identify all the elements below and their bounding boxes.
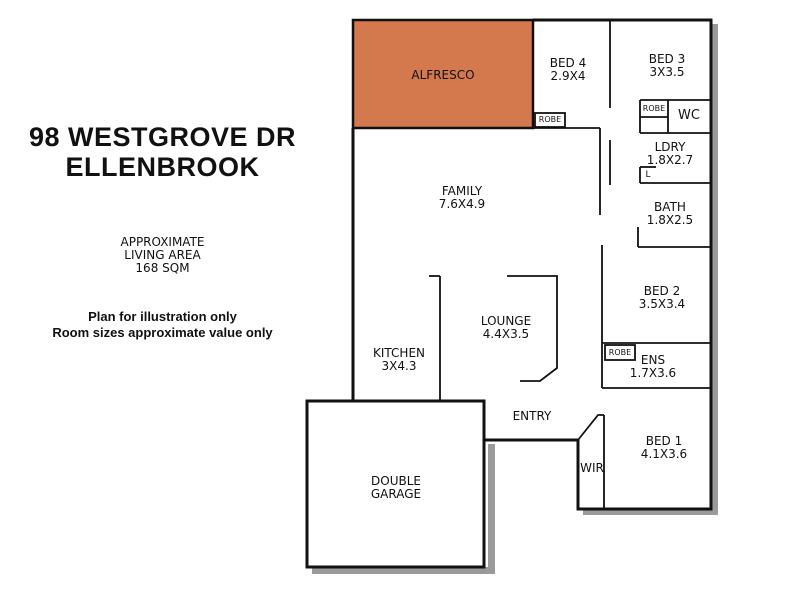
room-ldry: LDRY 1.8X2.7 <box>647 141 693 167</box>
room-garage-name-2: GARAGE <box>370 487 422 501</box>
room-entry-name: ENTRY <box>512 409 552 423</box>
garage-area <box>305 399 486 569</box>
room-bed4-size: 2.9X4 <box>550 69 586 83</box>
room-bath-size: 1.8X2.5 <box>646 213 694 227</box>
room-ldry-size: 1.8X2.7 <box>646 153 694 167</box>
room-bed1: BED 1 4.1X3.6 <box>641 435 687 461</box>
outer-walls <box>351 18 713 511</box>
drop-shadow <box>312 24 718 574</box>
living-area-line-2: LIVING AREA <box>124 248 201 262</box>
room-ldry-name: LDRY <box>654 140 686 154</box>
room-lounge-name: LOUNGE <box>480 314 532 328</box>
room-wir-name: WIR <box>580 461 604 475</box>
room-bath: BATH 1.8X2.5 <box>647 201 693 227</box>
room-bed2: BED 2 3.5X3.4 <box>639 285 685 311</box>
room-garage-name: DOUBLE <box>371 474 421 488</box>
disclaimer-line-1: Plan for illustration only <box>88 309 237 324</box>
room-ens: ENS 1.7X3.6 <box>630 354 676 380</box>
room-bed3-name: BED 3 <box>648 52 686 66</box>
room-bed1-name: BED 1 <box>645 434 683 448</box>
room-garage: DOUBLE GARAGE <box>371 475 421 501</box>
room-alfresco-name: ALFRESCO <box>411 68 475 82</box>
tag-linen: L <box>645 170 651 180</box>
room-alfresco: ALFRESCO <box>411 69 474 82</box>
room-bed3-size: 3X3.5 <box>649 65 685 79</box>
room-entry: ENTRY <box>513 410 552 423</box>
room-bed4: BED 4 2.9X4 <box>550 57 587 83</box>
room-kitchen-size: 3X4.3 <box>381 359 417 373</box>
room-bed2-size: 3.5X3.4 <box>638 297 686 311</box>
alfresco-area <box>351 18 535 130</box>
room-bed3: BED 3 3X3.5 <box>649 53 686 79</box>
room-lounge-size: 4.4X3.5 <box>482 327 530 341</box>
inner-walls <box>429 20 711 509</box>
tag-robe-bed3: ROBE <box>642 104 666 113</box>
room-family-size: 7.6X4.9 <box>438 197 486 211</box>
room-ens-size: 1.7X3.6 <box>629 366 677 380</box>
room-family-name: FAMILY <box>441 184 483 198</box>
address-line-2: ELLENBROOK <box>65 152 260 182</box>
room-family: FAMILY 7.6X4.9 <box>439 185 485 211</box>
living-area-line-3: 168 SQM <box>135 261 190 275</box>
room-bed4-name: BED 4 <box>549 56 587 70</box>
tag-robe-bed4: ROBE <box>538 115 562 124</box>
room-bed1-size: 4.1X3.6 <box>640 447 688 461</box>
room-ens-name: ENS <box>640 353 666 367</box>
room-wir: WIR <box>580 462 604 475</box>
room-kitchen: KITCHEN 3X4.3 <box>373 347 425 373</box>
room-bed2-name: BED 2 <box>643 284 681 298</box>
tag-robe-bed2: ROBE <box>608 348 632 357</box>
room-kitchen-name: KITCHEN <box>373 346 425 360</box>
room-lounge: LOUNGE 4.4X3.5 <box>481 315 531 341</box>
disclaimer-line-2: Room sizes approximate value only <box>52 325 273 340</box>
living-area-line-1: APPROXIMATE <box>120 235 205 249</box>
tag-wc: WC <box>678 108 700 123</box>
address-line-1: 98 WESTGROVE DR <box>28 122 297 152</box>
room-bath-name: BATH <box>654 200 686 214</box>
